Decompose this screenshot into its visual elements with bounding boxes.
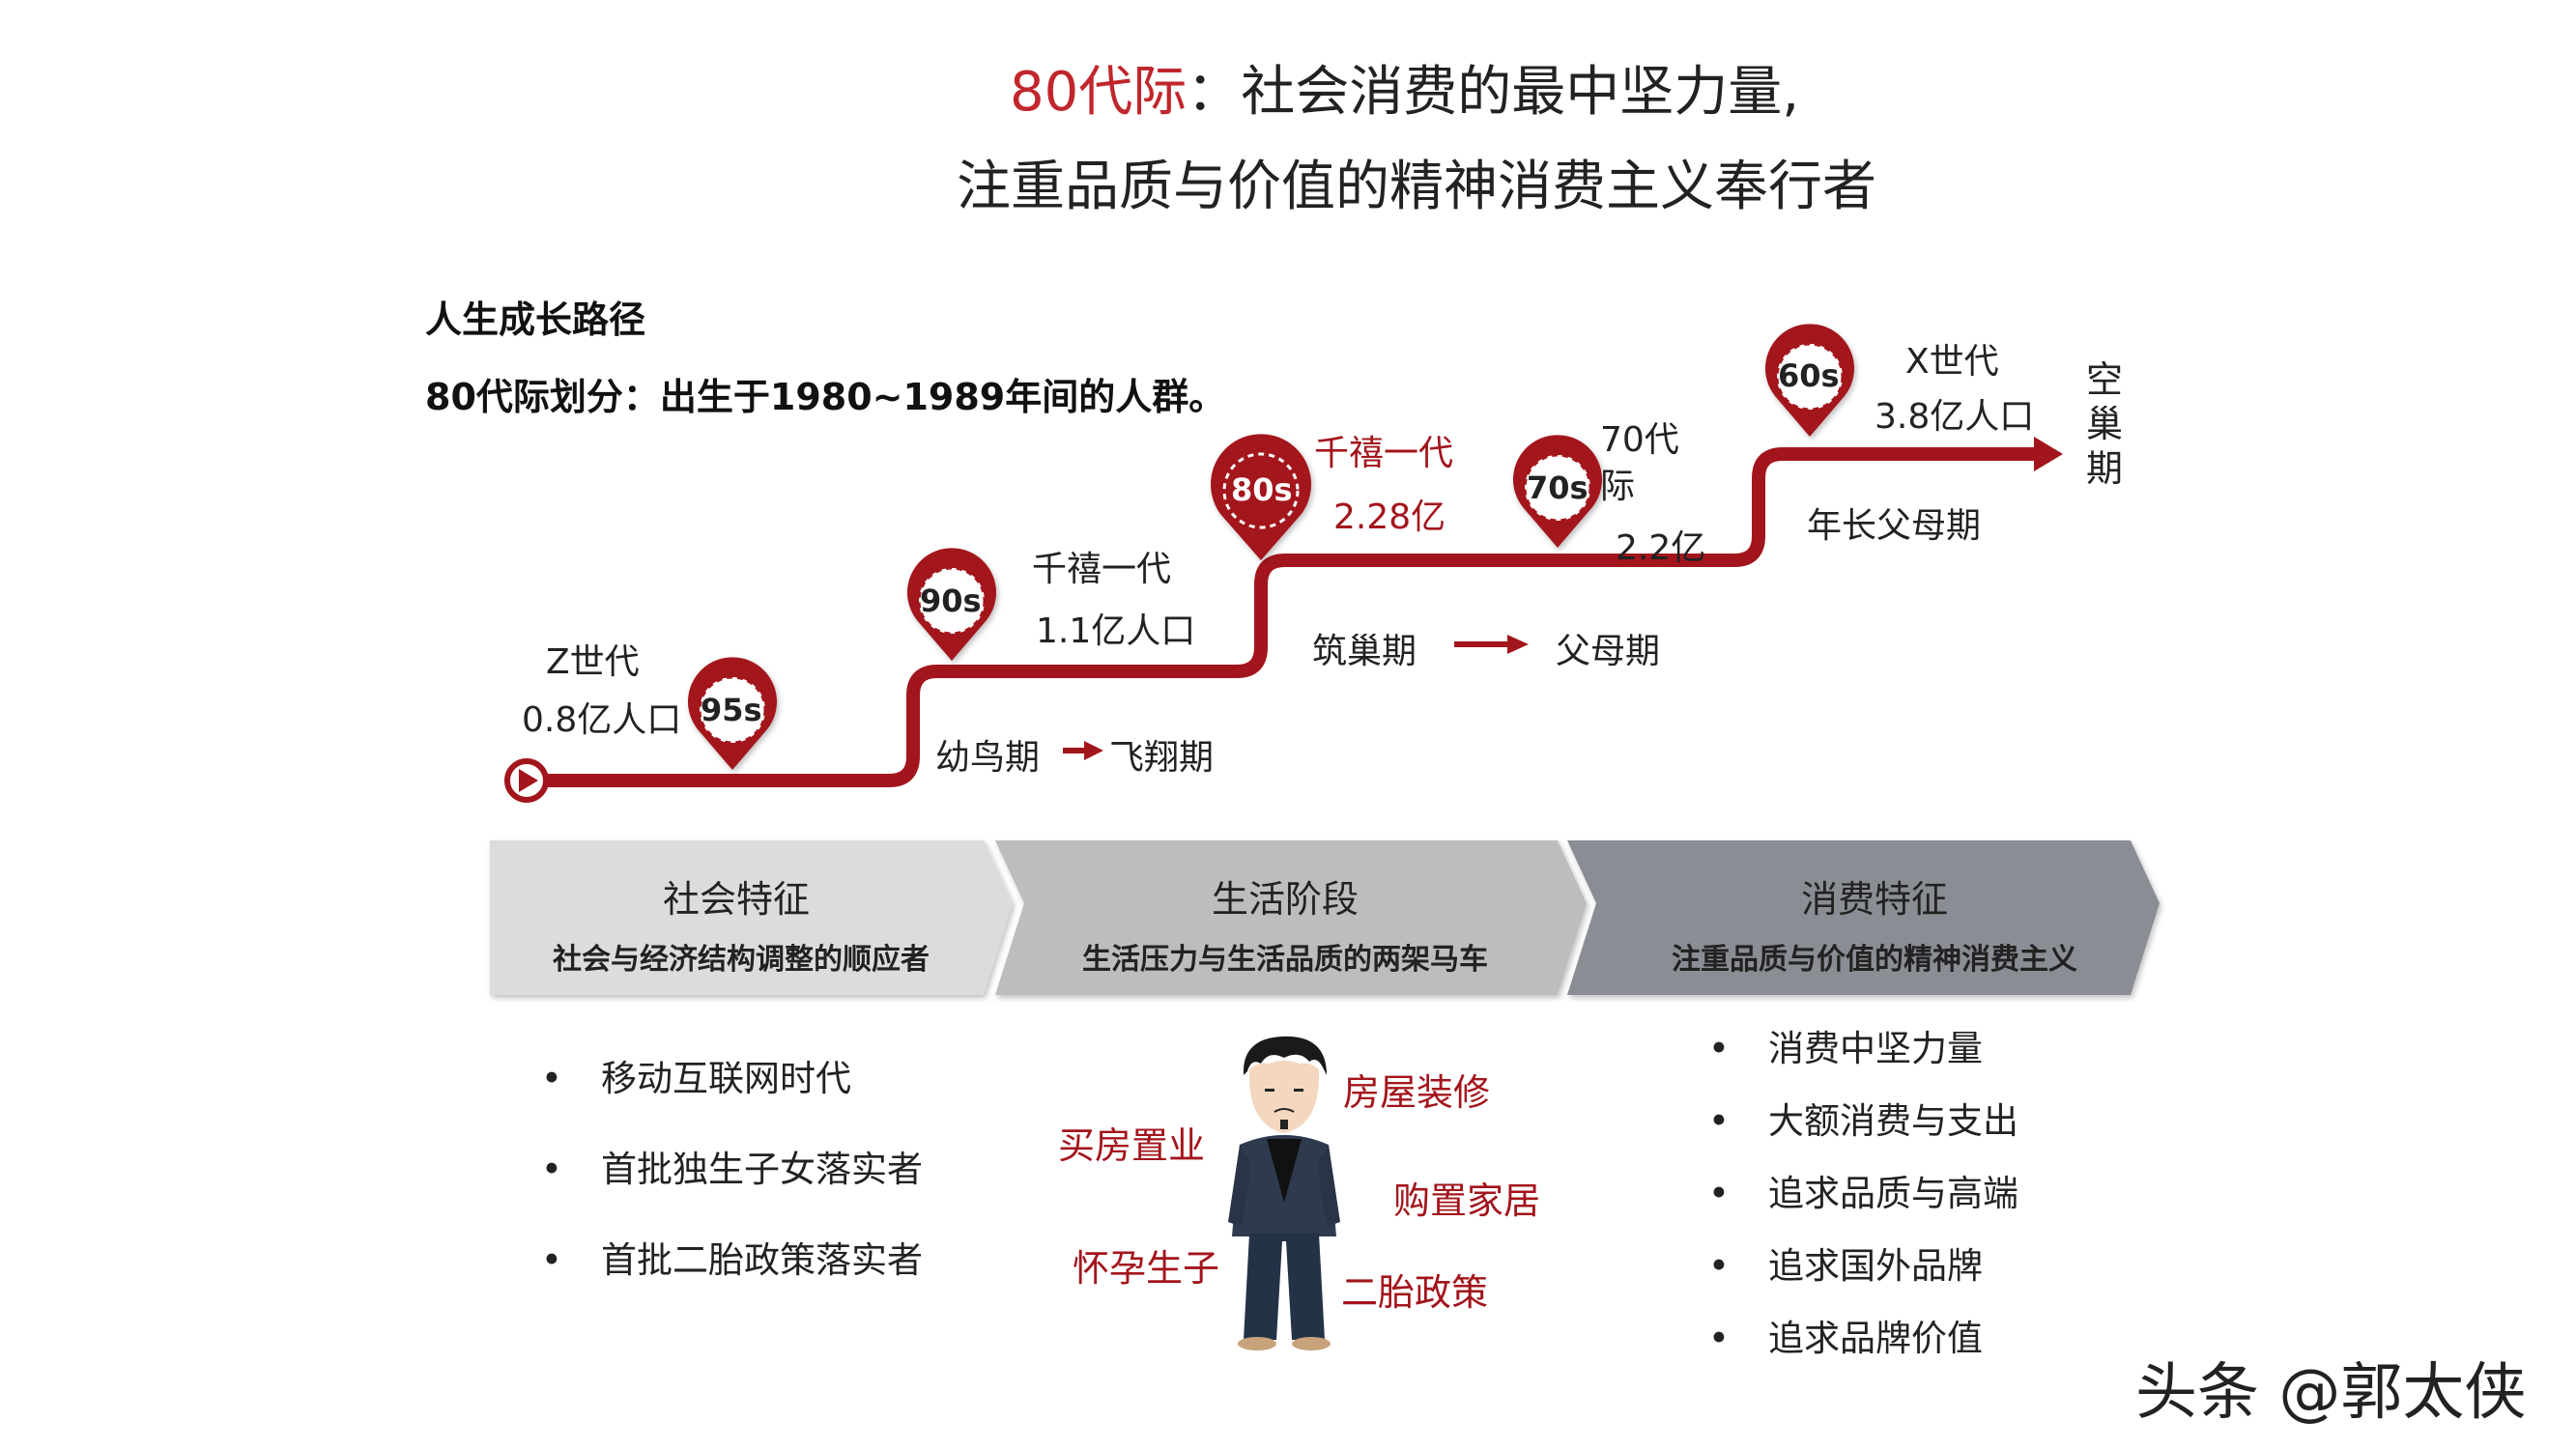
marker-pin-95s: [688, 657, 777, 770]
gen-z-name: Z世代: [546, 642, 640, 682]
stage-chevron-social: [490, 840, 1013, 995]
marker-label-60s: 60s: [1778, 357, 1840, 394]
marker-pin-60s: [1765, 324, 1854, 437]
consumption-feature-item: •追求品牌价值: [1708, 1318, 1983, 1359]
marker-pin-70s: [1513, 435, 1602, 548]
phase-parent: 父母期: [1556, 632, 1661, 671]
timeline-start-play: [519, 769, 538, 792]
gen-70-name-line2: 际: [1600, 467, 1636, 506]
social-feature-item: •移动互联网时代: [541, 1058, 851, 1099]
consumption-feature-item: •追求国外品牌: [1708, 1245, 1983, 1287]
marker-label-80s: 80s: [1231, 471, 1293, 508]
phase-young: 幼鸟期: [935, 738, 1041, 778]
gen-70-population: 2.2亿: [1616, 528, 1706, 568]
stage-chevron-life: [995, 840, 1587, 995]
gen-90-population: 1.1亿人口: [1036, 611, 1196, 651]
marker-pin-90s: [907, 548, 996, 661]
stage-title-life: 生活阶段: [1211, 878, 1359, 921]
social-feature-item: •首批二胎政策落实者: [541, 1239, 923, 1281]
social-feature-item: •首批独生子女落实者: [541, 1149, 923, 1190]
arrow-young-to-fly: [1063, 741, 1103, 760]
gen-60-name: X世代: [1905, 342, 1999, 382]
stage-chevron-consumption: [1567, 840, 2160, 995]
stage-title-consumption: 消费特征: [1800, 878, 1948, 921]
generation-definition: 80代际划分：出生于1980~1989年间的人群。: [425, 376, 1226, 418]
phase-fly: 飞翔期: [1109, 738, 1215, 778]
need-furniture: 购置家居: [1393, 1179, 1541, 1222]
page-title-line2: 注重品质与价值的精神消费主义奉行者: [957, 156, 1876, 218]
stage-subtitle-life: 生活压力与生活品质的两架马车: [1082, 943, 1488, 977]
marker-label-95s: 95s: [701, 692, 762, 728]
marker-label-70s: 70s: [1527, 469, 1589, 506]
arrow-nest-to-parent: [1454, 635, 1529, 654]
need-buy-house: 买房置业: [1058, 1124, 1206, 1167]
worried-man-icon: [1228, 1036, 1340, 1350]
consumption-feature-item: •追求品质与高端: [1708, 1173, 2018, 1214]
stage-subtitle-consumption: 注重品质与价值的精神消费主义: [1672, 943, 2077, 977]
timeline-path: [527, 447, 2039, 787]
consumption-feature-item: •大额消费与支出: [1708, 1100, 2018, 1142]
page-title-line1: 80代际：社会消费的最中坚力量,: [1010, 48, 1799, 127]
need-second-child: 二胎政策: [1341, 1271, 1489, 1314]
gen-70-name-line1: 70代: [1600, 420, 1679, 460]
gen-60-population: 3.8亿人口: [1875, 397, 2035, 437]
need-renovation: 房屋装修: [1343, 1071, 1491, 1114]
need-pregnancy: 怀孕生子: [1073, 1247, 1220, 1290]
consumption-feature-item: •消费中坚力量: [1708, 1028, 1983, 1069]
stage-chevrons: [490, 840, 2160, 995]
phase-nest: 筑巢期: [1312, 632, 1417, 671]
marker-pin-80s: [1211, 434, 1311, 560]
gen-z-population: 0.8亿人口: [522, 700, 682, 740]
stage-subtitle-social: 社会与经济结构调整的顺应者: [553, 943, 930, 977]
gen-80-name: 千禧一代: [1314, 434, 1454, 473]
watermark: 头条 @郭太侠: [2135, 1357, 2527, 1429]
gen-80-population: 2.28亿: [1333, 497, 1446, 537]
marker-label-90s: 90s: [920, 582, 982, 619]
phase-empty-nest: 空巢期: [2085, 358, 2123, 490]
path-heading: 人生成长路径: [425, 298, 646, 341]
gen-90-name: 千禧一代: [1032, 550, 1172, 589]
timeline-arrow-head: [2034, 437, 2063, 471]
title-line1-rest: ：社会消费的最中坚力量,: [1187, 61, 1800, 124]
title-highlight: 80代际: [1010, 61, 1188, 124]
stage-title-social: 社会特征: [662, 878, 810, 921]
phase-elder-parent: 年长父母期: [1807, 506, 1982, 546]
